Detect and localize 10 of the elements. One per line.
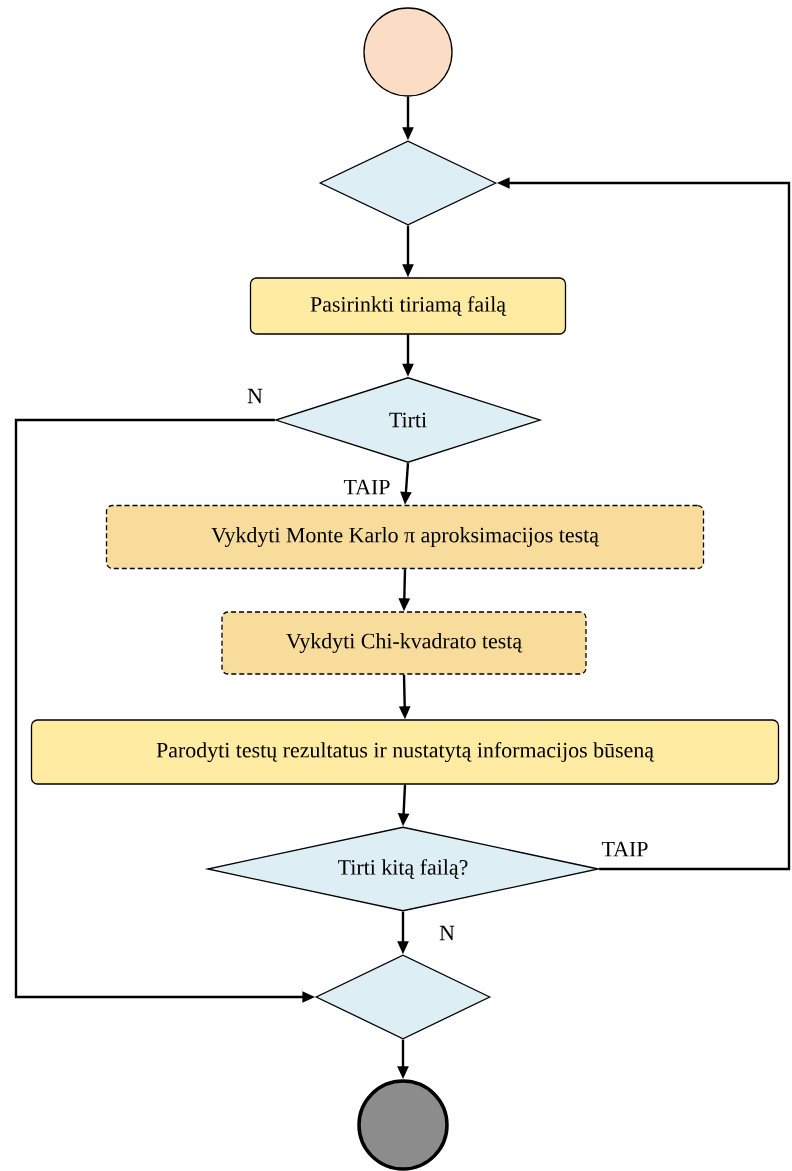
edge-label: TAIP bbox=[343, 479, 390, 495]
process-box: Vykdyti Chi-kvadrato testą bbox=[221, 611, 587, 675]
process-box: Parodyti testų rezultatus ir nustatytą informacijos būseną bbox=[30, 719, 780, 785]
start-circle bbox=[363, 7, 453, 97]
edge-label: N bbox=[439, 925, 455, 941]
process-box: Vykdyti Monte Karlo π aproksimacijos testą bbox=[105, 504, 705, 570]
end-circle bbox=[357, 1079, 449, 1171]
edge-label: TAIP bbox=[601, 841, 648, 857]
process-box: Pasirinkti tiriamą failą bbox=[249, 277, 567, 335]
edge-label: N bbox=[247, 388, 263, 404]
